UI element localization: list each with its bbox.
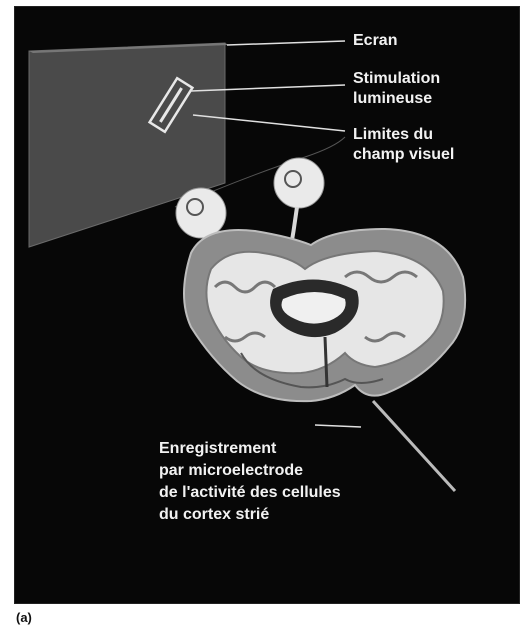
microelectrode bbox=[373, 401, 455, 491]
label-recording-line1: Enregistrement bbox=[159, 439, 276, 458]
left-eye bbox=[176, 188, 226, 238]
brain-section bbox=[184, 229, 465, 401]
label-stimulus-line1: Stimulation bbox=[353, 69, 440, 88]
panel-label: (a) bbox=[16, 610, 32, 625]
label-recording-line3: de l'activité des cellules bbox=[159, 483, 341, 502]
label-recording-line2: par microelectrode bbox=[159, 461, 303, 480]
right-eye bbox=[274, 158, 324, 208]
figure-panel: Ecran Stimulation lumineuse Limites du c… bbox=[14, 6, 520, 604]
label-recording-line4: du cortex strié bbox=[159, 505, 269, 524]
label-stimulus-line2: lumineuse bbox=[353, 89, 432, 108]
label-field-line1: Limites du bbox=[353, 125, 433, 144]
label-field-line2: champ visuel bbox=[353, 145, 454, 164]
label-screen: Ecran bbox=[353, 31, 397, 50]
